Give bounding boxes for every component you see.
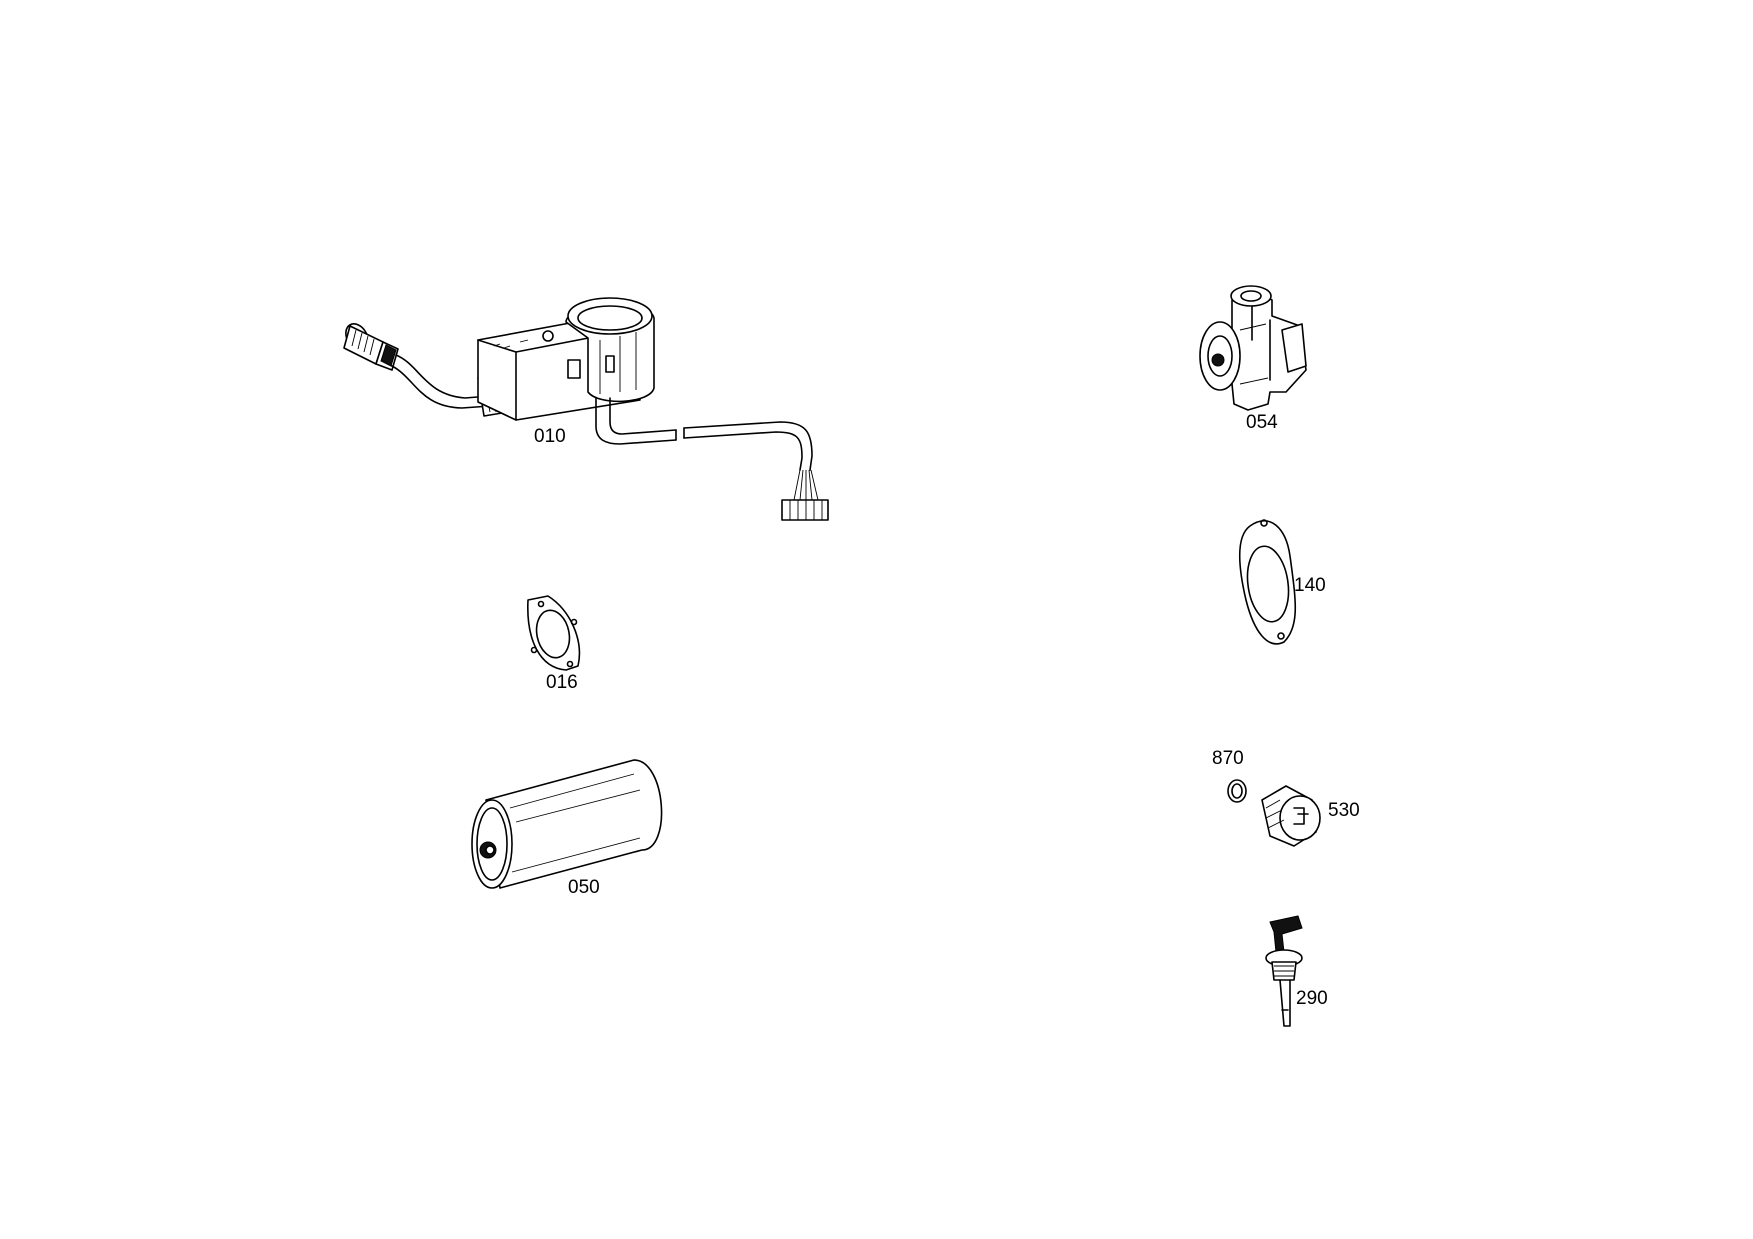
part-label-530: 530 — [1328, 800, 1360, 821]
part-label-010: 010 — [534, 426, 566, 447]
part-label-016: 016 — [546, 672, 578, 693]
part-010-sensor-icon — [343, 297, 829, 521]
part-016-gasket-icon — [527, 595, 581, 671]
part-530-screw-plug-icon — [1261, 785, 1321, 847]
part-870-seal-ring-icon — [1227, 779, 1247, 803]
part-054-valve-icon — [1199, 285, 1307, 411]
part-label-140: 140 — [1294, 575, 1326, 596]
part-290-dipstick-icon — [1265, 915, 1303, 1027]
part-050-filter-cartridge-icon — [471, 759, 663, 889]
part-label-290: 290 — [1296, 988, 1328, 1009]
part-label-870: 870 — [1212, 748, 1244, 769]
part-label-054: 054 — [1246, 412, 1278, 433]
part-140-gasket-icon — [1238, 519, 1297, 645]
part-label-050: 050 — [568, 877, 600, 898]
